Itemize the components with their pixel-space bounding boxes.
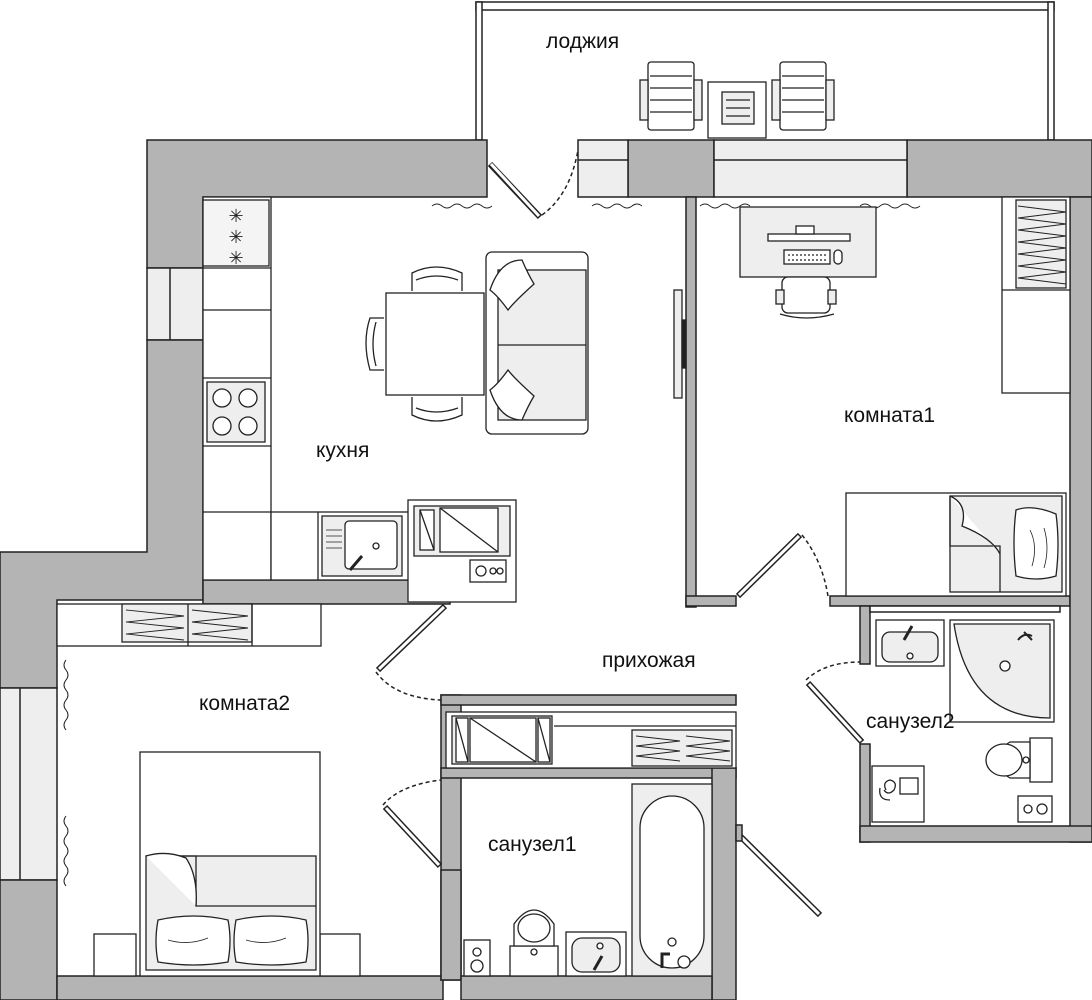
label-room2: комната2 bbox=[199, 692, 290, 715]
kitchen-sink-icon bbox=[321, 515, 403, 577]
boiler-bath2-icon bbox=[1017, 795, 1053, 823]
label-kitchen: кухня bbox=[316, 439, 369, 462]
exterior-wall-right bbox=[1069, 196, 1092, 843]
wall-bath2 bbox=[859, 605, 871, 665]
curtains bbox=[63, 203, 921, 887]
office-chair-icon bbox=[775, 276, 837, 319]
toilet-bath2-icon bbox=[985, 737, 1053, 783]
wall-bottom-room2 bbox=[56, 975, 444, 1000]
washer-bath1-icon bbox=[463, 939, 491, 977]
svg-text:✳: ✳ bbox=[228, 227, 243, 248]
bed-room2-icon bbox=[93, 751, 361, 977]
washer-bath2-icon bbox=[871, 765, 925, 823]
bed-room1-icon bbox=[845, 492, 1067, 597]
label-hallway: прихожая bbox=[602, 649, 696, 672]
window-room2 bbox=[0, 687, 58, 881]
hall-cabinet-icon bbox=[445, 711, 737, 769]
hallway-furniture bbox=[445, 711, 737, 769]
loggia-wall bbox=[475, 1, 1055, 11]
dining-table bbox=[385, 292, 485, 396]
chair-left bbox=[365, 317, 384, 371]
svg-text:✳: ✳ bbox=[228, 206, 243, 227]
fridge-icon bbox=[407, 499, 517, 603]
wardrobe-room2-icon bbox=[56, 603, 322, 647]
chair-top bbox=[411, 266, 463, 291]
room2-furniture bbox=[56, 603, 361, 977]
chair-bottom bbox=[411, 397, 463, 422]
toilet-bath1-icon bbox=[509, 909, 559, 977]
wall-room1-left bbox=[685, 196, 697, 608]
label-room1: комната1 bbox=[844, 404, 935, 427]
bathtub-icon bbox=[631, 783, 713, 977]
kitchen-upper-cabinet bbox=[202, 199, 270, 267]
exterior-wall-top-pier bbox=[627, 139, 715, 198]
stove-icon bbox=[206, 381, 266, 443]
window-room1 bbox=[713, 139, 908, 198]
shower-icon bbox=[949, 619, 1055, 723]
tv-icon bbox=[673, 289, 683, 399]
svg-text:✳: ✳ bbox=[228, 248, 243, 269]
label-bathroom2: санузел2 bbox=[866, 710, 955, 733]
loggia-furniture bbox=[639, 61, 835, 139]
sink-bath2-icon bbox=[875, 619, 945, 667]
label-loggia: лоджия bbox=[546, 30, 619, 53]
side-table bbox=[707, 81, 767, 139]
doors bbox=[375, 149, 865, 918]
exterior-wall-top-right bbox=[906, 139, 1092, 198]
sofa-icon bbox=[485, 251, 589, 435]
lounge-chair-right bbox=[771, 61, 835, 131]
kitchen-furniture: ✳ ✳ ✳ bbox=[202, 196, 687, 603]
window-loggia bbox=[577, 139, 629, 198]
bath2-furniture bbox=[871, 619, 1055, 823]
window-kitchen bbox=[146, 267, 204, 341]
room1-furniture bbox=[739, 196, 1071, 597]
bath1-furniture bbox=[463, 783, 713, 977]
wardrobe-icon bbox=[1001, 196, 1071, 394]
label-bathroom1: санузел1 bbox=[488, 833, 577, 856]
lounge-chair-left bbox=[639, 61, 703, 131]
desk-icon bbox=[739, 206, 877, 278]
sink-bath1-icon bbox=[565, 931, 627, 977]
